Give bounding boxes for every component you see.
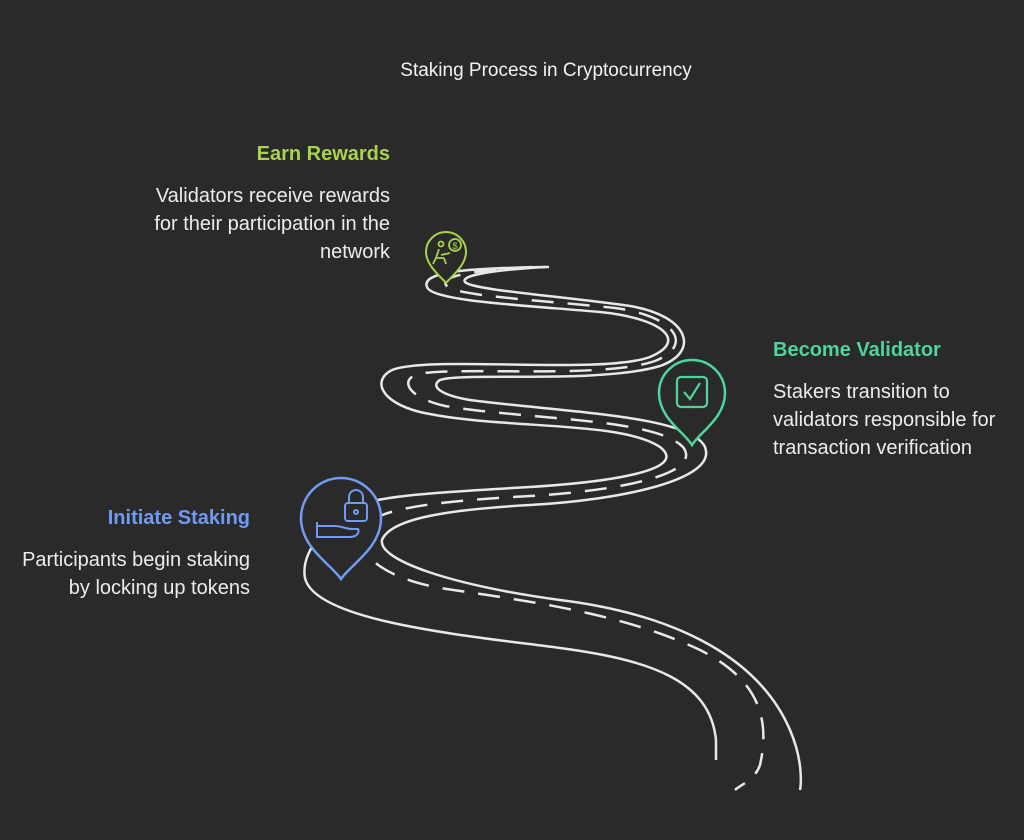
step-validator-description: Stakers transition to validators respons… xyxy=(773,381,996,459)
road-center-line xyxy=(361,265,765,791)
step-become-validator: Become Validator Stakers transition to v… xyxy=(773,339,1013,462)
step-initiate-description: Participants begin staking by locking up… xyxy=(22,549,250,599)
marker-initiate xyxy=(299,476,383,582)
diagram-title: Staking Process in Cryptocurrency xyxy=(400,60,692,81)
step-initiate-staking: Initiate Staking Participants begin stak… xyxy=(10,507,250,602)
road-edge-left xyxy=(303,265,718,760)
pin-earn xyxy=(424,231,468,285)
step-earn-heading: Earn Rewards xyxy=(256,143,390,165)
marker-validator xyxy=(657,358,727,448)
step-initiate-heading: Initiate Staking xyxy=(107,507,250,529)
step-earn-description: Validators receive rewards for their par… xyxy=(154,185,390,263)
step-validator-heading: Become Validator xyxy=(773,339,941,361)
svg-text:$: $ xyxy=(452,241,457,251)
road-edge-right xyxy=(380,265,803,791)
pin-initiate xyxy=(299,476,383,582)
coin-reward-icon: $ xyxy=(432,238,462,265)
checkbox-icon xyxy=(675,375,709,409)
hand-lock-icon xyxy=(316,489,368,538)
marker-earn: $ xyxy=(424,231,468,285)
step-earn-rewards: Earn Rewards Validators receive rewards … xyxy=(150,143,390,266)
pin-validator xyxy=(657,358,727,448)
